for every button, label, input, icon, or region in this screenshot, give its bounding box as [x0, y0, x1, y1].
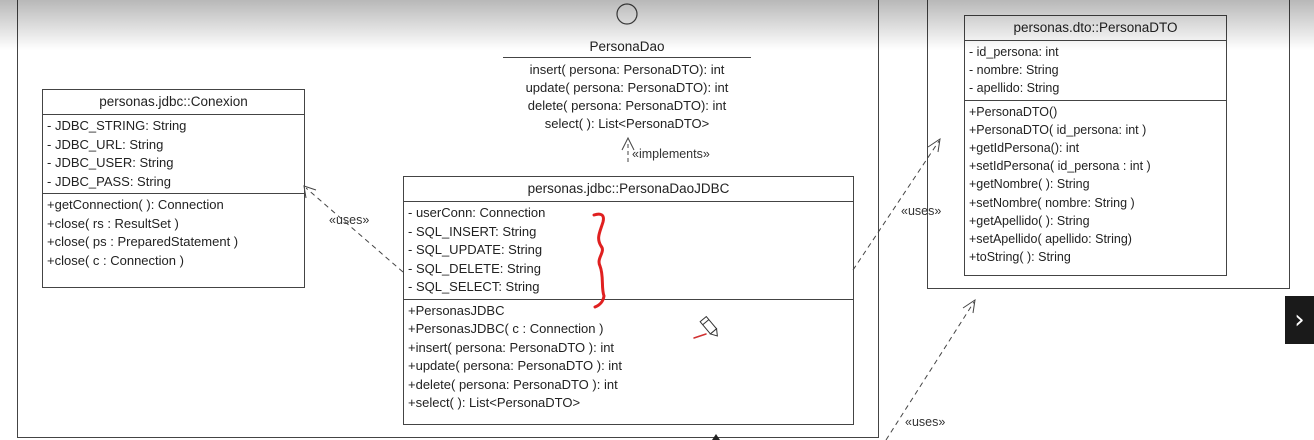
- uses-label-bottom: «uses»: [905, 415, 946, 429]
- attributes-section: - userConn: Connection - SQL_INSERT: Str…: [404, 202, 853, 299]
- interface-circle-icon: [616, 3, 638, 25]
- red-mark-annotation: [693, 333, 707, 339]
- interface-operation: insert( persona: PersonaDTO): int: [529, 62, 725, 77]
- uses-arrowhead-dto: [927, 137, 941, 153]
- operation: +insert( persona: PersonaDTO ): int: [408, 339, 615, 355]
- package-frame-dto: [927, 0, 1290, 289]
- operation: +getIdPersona(): int: [969, 141, 1080, 156]
- operation: +select( ): List<PersonaDTO>: [408, 395, 581, 410]
- uses-connector-conexion: [305, 187, 404, 273]
- implements-label: «implements»: [632, 147, 710, 161]
- uses-connector-dto: [852, 140, 940, 271]
- class-persona-dto[interactable]: personas.dto::PersonaDTO - id_persona: i…: [964, 15, 1227, 276]
- operations-section: +getConnection( ): Connection +close( rs…: [43, 193, 304, 272]
- attribute: - SQL_INSERT: String: [408, 223, 537, 239]
- uses-arrowhead-conexion: [303, 185, 317, 199]
- chevron-right-icon: ›: [1294, 305, 1305, 335]
- attribute: - JDBC_URL: String: [47, 136, 164, 152]
- operation: +getConnection( ): Connection: [47, 197, 224, 212]
- attribute: - JDBC_USER: String: [47, 155, 174, 170]
- operation: +setNombre( nombre: String ): [969, 195, 1135, 210]
- operation: +delete( persona: PersonaDTO ): int: [408, 376, 618, 392]
- attributes-section: - JDBC_STRING: String - JDBC_URL: String…: [43, 115, 304, 193]
- operations-section: +PersonasJDBC +PersonasJDBC( c : Connect…: [404, 298, 853, 415]
- operation: +close( rs : ResultSet ): [47, 215, 179, 231]
- class-name: personas.dto::PersonaDTO: [965, 16, 1226, 41]
- attribute: - apellido: String: [969, 81, 1060, 96]
- class-name: personas.jdbc::Conexion: [43, 90, 304, 115]
- interface-operation: update( persona: PersonaDTO): int: [525, 80, 729, 95]
- attribute: - JDBC_STRING: String: [47, 118, 187, 133]
- attribute: - SQL_UPDATE: String: [408, 242, 543, 257]
- operation: +toString( ): String: [969, 250, 1071, 265]
- package-frame-jdbc: [17, 0, 879, 438]
- uses-label-dto: «uses»: [901, 204, 942, 218]
- attribute: - userConn: Connection: [408, 205, 546, 220]
- attribute: - SQL_DELETE: String: [408, 260, 541, 276]
- operation: +getNombre( ): String: [969, 177, 1090, 192]
- pencil-cursor-icon: [699, 315, 718, 337]
- interface-persona-dao[interactable]: PersonaDao insert( persona: PersonaDTO):…: [503, 38, 751, 133]
- operation: +PersonasJDBC( c : Connection ): [408, 321, 604, 336]
- operations-section: +PersonaDTO() +PersonaDTO( id_persona: i…: [965, 99, 1226, 269]
- implements-arrowhead: [621, 136, 635, 151]
- operation: +update( persona: PersonaDTO ): int: [408, 358, 623, 373]
- class-persona-dao-jdbc[interactable]: personas.jdbc::PersonaDaoJDBC - userConn…: [403, 176, 854, 425]
- operation: +PersonasJDBC: [408, 302, 505, 318]
- operation: +getApellido( ): String: [969, 213, 1090, 228]
- operation: +PersonaDTO( id_persona: int ): [969, 122, 1147, 137]
- class-conexion[interactable]: personas.jdbc::Conexion - JDBC_STRING: S…: [42, 89, 305, 288]
- interface-operation: delete( persona: PersonaDTO): int: [527, 98, 727, 113]
- operation: +PersonaDTO(): [969, 104, 1058, 119]
- uses-arrowhead-bottom: [962, 298, 976, 314]
- interface-operation: select( ): List<PersonaDTO>: [544, 116, 710, 131]
- attribute: - SQL_SELECT: String: [408, 279, 540, 294]
- attribute: - nombre: String: [969, 63, 1059, 78]
- operation: +setIdPersona( id_persona : int ): [969, 159, 1151, 174]
- next-button[interactable]: ›: [1285, 296, 1314, 344]
- uses-connector-bottom: [885, 301, 975, 440]
- operation: +close( ps : PreparedStatement ): [47, 234, 239, 249]
- bottom-marker: [712, 434, 720, 440]
- attribute: - JDBC_PASS: String: [47, 173, 172, 189]
- operation: +close( c : Connection ): [47, 252, 184, 268]
- interface-name: PersonaDao: [503, 38, 751, 58]
- attribute: - id_persona: int: [969, 45, 1059, 59]
- class-name: personas.jdbc::PersonaDaoJDBC: [404, 177, 853, 202]
- operation: +setApellido( apellido: String): [969, 232, 1132, 247]
- red-brace-annotation: [592, 212, 606, 309]
- attributes-section: - id_persona: int - nombre: String - ape…: [965, 41, 1226, 100]
